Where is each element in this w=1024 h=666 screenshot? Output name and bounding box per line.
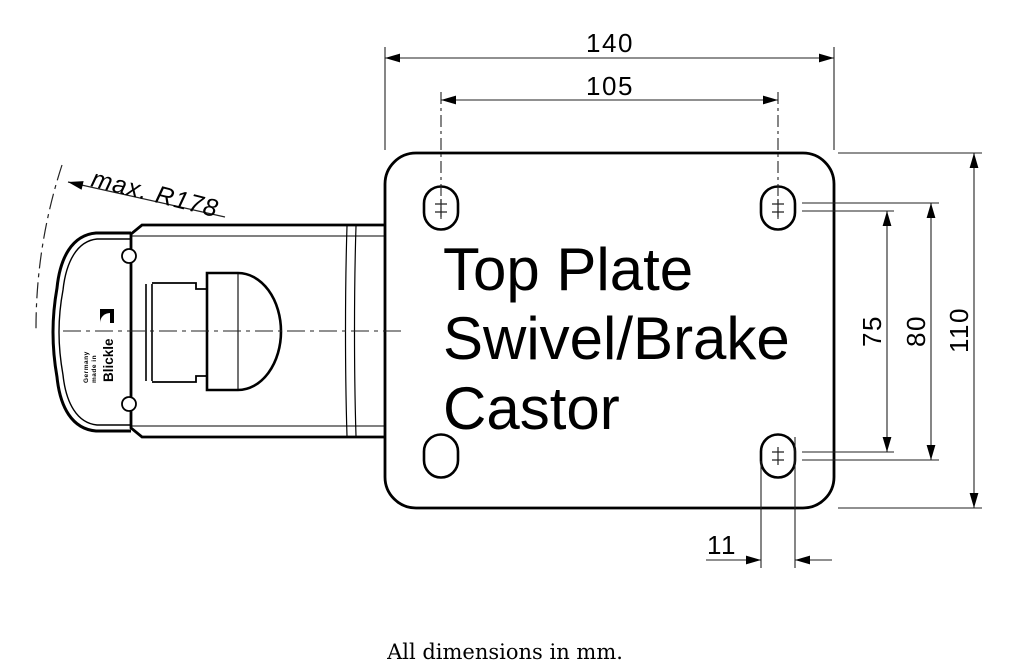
- arrow-105-left-icon: [441, 95, 456, 105]
- dimensions-group: 140 105 75 80 110 11: [384, 28, 982, 568]
- caption-line-3: Castor: [443, 375, 620, 442]
- arrow-105-right-icon: [763, 95, 778, 105]
- swivel-radius-label: max. R178: [89, 165, 222, 224]
- radius-leader-line: [67, 181, 226, 218]
- arrow-140-left-icon: [385, 53, 400, 63]
- hub-group: [145, 282, 208, 383]
- wheel-small-text-1: made in: [91, 355, 98, 383]
- extension-lines: [384, 47, 982, 568]
- arrow-11-right-icon: [795, 555, 810, 565]
- dim-value-75: 75: [857, 315, 887, 347]
- fork-bolt-top: [121, 248, 137, 264]
- brake-pedal-outline: [205, 271, 283, 392]
- dim-value-140: 140: [586, 28, 634, 58]
- hub-top-edge: [152, 282, 208, 290]
- hub-bottom-edge: [152, 375, 208, 383]
- fork-bolt-bottom: [121, 396, 137, 412]
- radius-leader-arrow-icon: [68, 181, 84, 190]
- wheel-small-text-2: Germany: [83, 351, 90, 383]
- arrow-110-top-icon: [969, 153, 979, 168]
- wheel-brand-stamp: Blickle made in Germany: [83, 309, 116, 383]
- top-plate-group: Top Plate Swivel/Brake Castor: [383, 151, 836, 510]
- arrow-75-top-icon: [882, 211, 892, 226]
- dimension-arrows: [385, 53, 979, 565]
- arrow-140-right-icon: [819, 53, 834, 63]
- centre-mark-bottom-right-icon: [772, 447, 784, 465]
- dimensions-note: All dimensions in mm.: [386, 640, 623, 664]
- arrow-80-bottom-icon: [926, 445, 936, 460]
- bolt-hole-bottom-left: [422, 433, 460, 479]
- wheel-outer-contour: [51, 231, 131, 433]
- dim-value-80: 80: [901, 315, 931, 347]
- arrow-11-left-icon: [746, 555, 761, 565]
- caption-line-1: Top Plate: [443, 236, 693, 303]
- dim-value-11: 11: [707, 530, 737, 560]
- arrow-110-bottom-icon: [969, 493, 979, 508]
- dim-value-105: 105: [586, 71, 634, 101]
- arrow-75-bottom-icon: [882, 437, 892, 452]
- wheel-group: Blickle made in Germany: [51, 231, 131, 433]
- swivel-radius-arc: [35, 164, 63, 331]
- blickle-logo-notch: [100, 313, 110, 323]
- wheel-brand-text: Blickle: [101, 338, 116, 382]
- wheel-inner-contour: [58, 238, 131, 426]
- dim-value-110: 110: [944, 307, 974, 353]
- plate-caption: Top Plate Swivel/Brake Castor: [443, 236, 790, 442]
- arrow-80-top-icon: [926, 203, 936, 218]
- caption-line-2: Swivel/Brake: [443, 305, 790, 372]
